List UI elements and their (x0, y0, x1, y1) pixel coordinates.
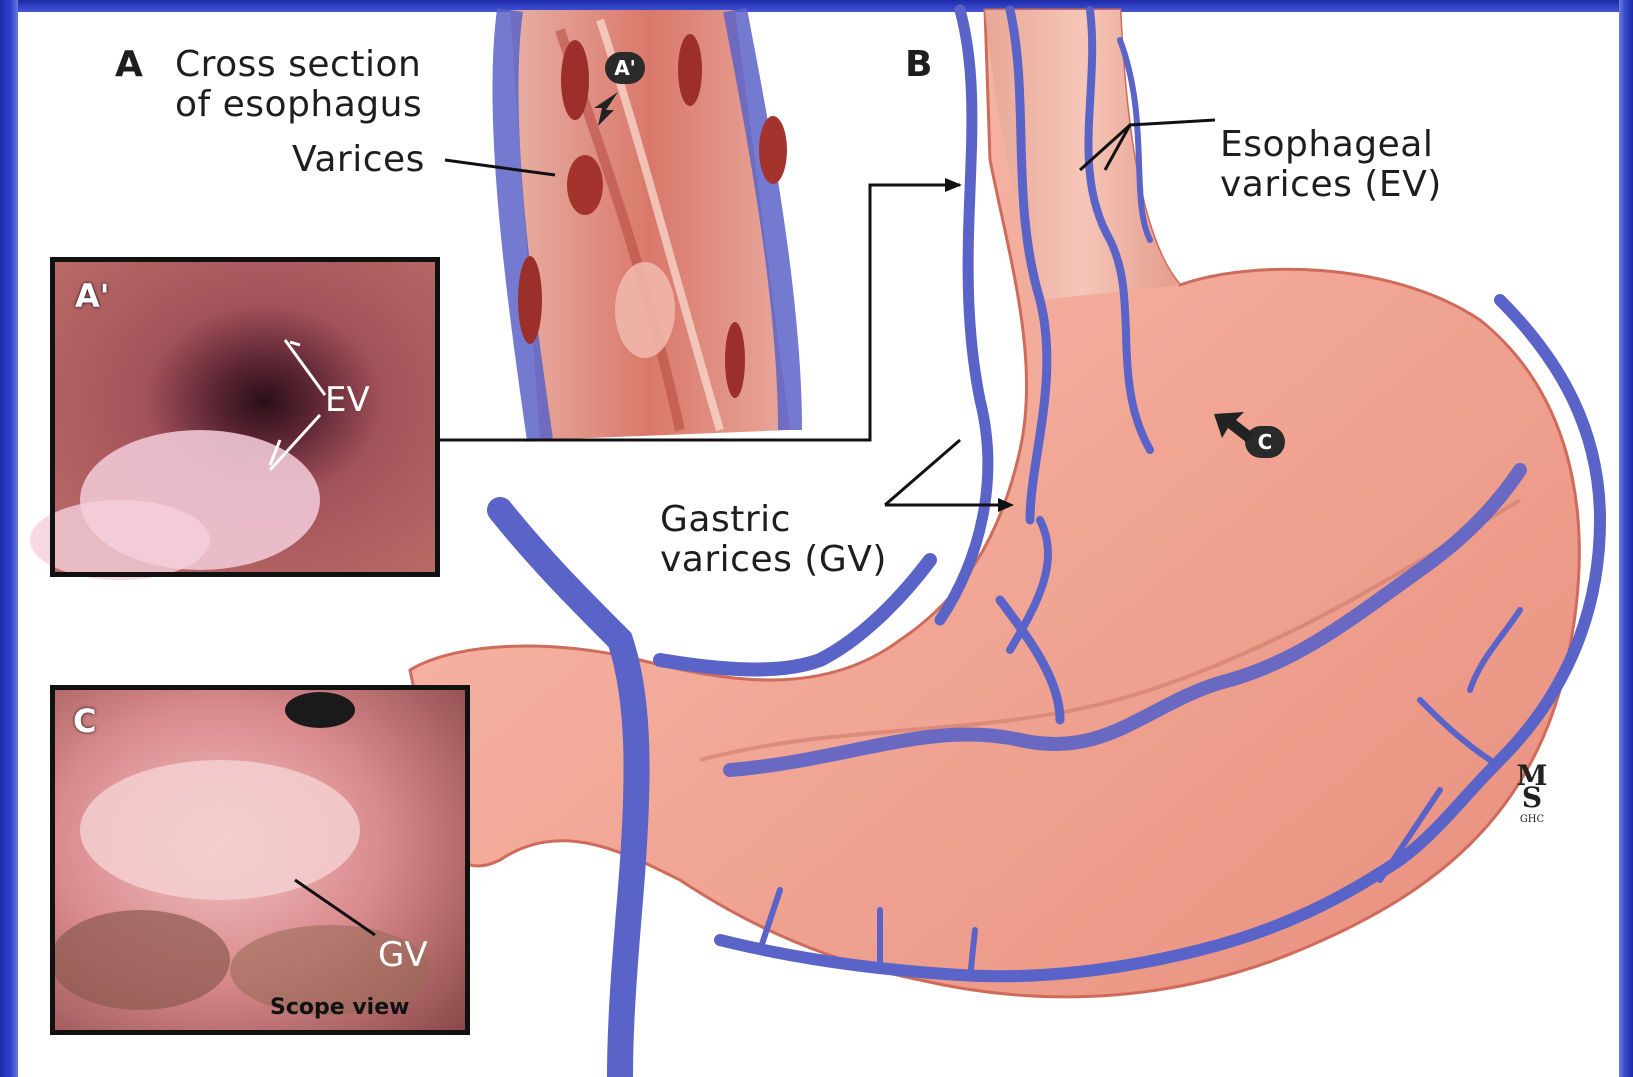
label-varices: Varices (292, 140, 425, 180)
label-a: A (115, 45, 143, 85)
esophagus-cross-section (505, 10, 790, 440)
inset-a-prime-label: EV (325, 380, 370, 420)
inset-c-tag: C (73, 702, 96, 740)
artist-signature: M S GHC (1510, 765, 1554, 831)
inset-c-label: GV (378, 935, 428, 975)
inset-a-prime-frame: A' EV (50, 257, 440, 577)
label-esophageal-varices-line1: Esophageal (1220, 125, 1433, 165)
marker-a-prime: A' (605, 52, 645, 84)
label-cross-section-line1: Cross section (175, 45, 421, 85)
label-cross-section-line2: of esophagus (175, 85, 422, 125)
inset-c-caption: Scope view (270, 995, 409, 1020)
marker-a-prime-arrow-icon (588, 88, 628, 128)
marker-c-arrow-icon (1210, 408, 1258, 448)
inset-a-prime-tag: A' (75, 277, 110, 315)
label-gastric-varices-line1: Gastric (660, 500, 791, 540)
label-esophageal-varices-line2: varices (EV) (1220, 165, 1442, 205)
label-gastric-varices-line2: varices (GV) (660, 540, 887, 580)
label-b: B (905, 45, 933, 85)
inset-c-frame: C GV Scope view (50, 685, 470, 1035)
